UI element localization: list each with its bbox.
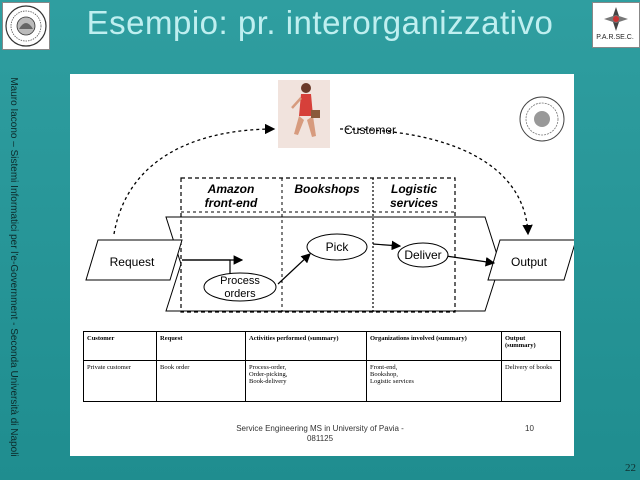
emblem-seal-icon [519,96,565,142]
request-shape [85,239,183,281]
table-cell: Delivery of books [501,360,561,402]
table-cell: Process-order, Order-picking, Book-deliv… [245,360,367,402]
slide-title: Esempio: pr. interorganizzativo [86,4,554,41]
customer-figure-icon [278,80,330,148]
request-arc-arrow [113,123,276,235]
side-author-text: Mauro Iacono – Sistemi Informatici per l… [8,77,19,457]
table-row: Private customer Book order Process-orde… [83,360,561,402]
table-header-cell: Request [156,331,246,361]
lane-logistic-line1: Logistic [391,182,437,196]
process-chevron [165,216,501,312]
table-cell: Book order [156,360,246,402]
request-label: Request [110,255,155,269]
process-label-line2: orders [224,288,256,300]
embedded-slide: Customer Amazon front-end Bookshops Logi… [70,74,574,456]
page-number: 22 [625,462,636,474]
lane-logistic-line2: services [390,196,438,210]
table-cell: Private customer [83,360,157,402]
parsec-logo-label: P.A.R.SE.C. [596,34,634,41]
output-label: Output [511,255,548,269]
parsec-logo [592,2,640,48]
process-label-line1: Process [220,275,260,287]
table-header-cell: Organizations involved (summary) [366,331,502,361]
table-cell: Front-end, Bookshop, Logistic services [366,360,502,402]
table-header-row: Customer Request Activities performed (s… [83,331,561,361]
process-orders-node [203,272,277,302]
process-diagram: Customer Amazon front-end Bookshops Logi… [85,80,574,313]
slide-footer-text: Service Engineering MS in University of … [236,424,404,443]
table-header-cell: Customer [83,331,157,361]
lane-bookshops: Bookshops [294,182,360,196]
table-header-cell: Output (summary) [501,331,561,361]
pick-label: Pick [326,240,350,254]
table-header-cell: Activities performed (summary) [245,331,367,361]
output-shape [487,239,574,281]
lane-amazon-line1: Amazon [207,182,255,196]
deliver-label: Deliver [404,248,441,262]
university-seal-logo [2,2,50,50]
output-arc-arrow [339,128,533,236]
customer-label: Customer [344,123,396,137]
deliver-node [397,242,449,268]
slide-footer-number: 10 [525,424,534,433]
summary-table: Customer Request Activities performed (s… [83,331,561,402]
pick-node [306,233,368,261]
lane-amazon-line2: front-end [205,196,258,210]
